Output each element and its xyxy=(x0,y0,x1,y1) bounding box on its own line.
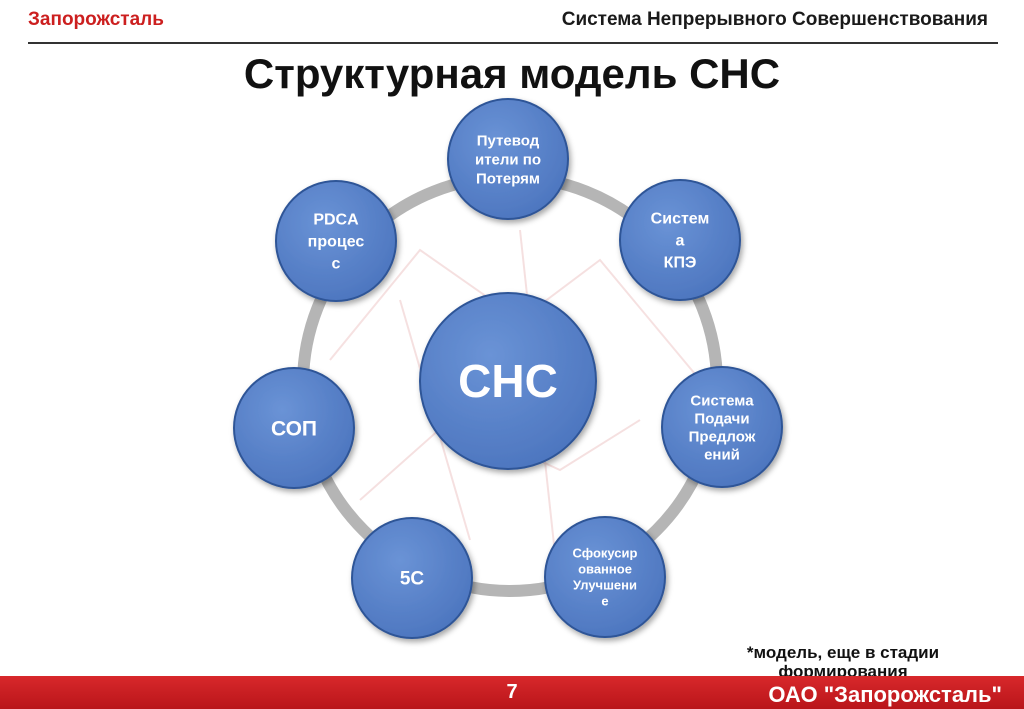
node-suggestion-system-label-line: ений xyxy=(704,446,740,463)
node-sop-shape xyxy=(233,367,355,489)
node-kpe-system-shape xyxy=(619,179,741,301)
node-kpe-system-label-line: Систем xyxy=(651,211,710,228)
system-name: Система Непрерывного Совершенствования xyxy=(561,9,988,30)
node-loss-guides: Путевод ители по Потерям xyxy=(447,98,569,220)
node-suggestion-system-shape xyxy=(661,366,783,488)
node-sop: СОП xyxy=(233,367,355,489)
node-kpe-system-label-line: КПЭ xyxy=(664,255,697,272)
node-kpe-system-label-line: а xyxy=(676,233,685,250)
node-5s-label-line: 5С xyxy=(400,569,425,590)
node-pdca-process-label-line: с xyxy=(332,256,341,273)
node-pdca-process-label-line: PDCA xyxy=(313,212,359,229)
node-focused-improvement-label-line: Сфокусир xyxy=(573,546,638,561)
node-focused-improvement-label-line: ованное xyxy=(578,562,632,577)
node-suggestion-system-label-line: Подачи xyxy=(694,410,749,427)
node-focused-improvement-label-line: Улучшени xyxy=(573,578,637,593)
node-sop-label-line: СОП xyxy=(271,417,317,440)
node-pdca-process-label-line: процес xyxy=(308,234,365,251)
node-suggestion-system-label-line: Предлож xyxy=(689,428,756,445)
node-focused-improvement-shape xyxy=(544,516,666,638)
node-5s-shape xyxy=(351,517,473,639)
node-loss-guides-label-line: Путевод xyxy=(477,132,540,149)
header-divider xyxy=(28,42,998,44)
footer-bar xyxy=(0,676,1024,709)
node-suggestion-system-label-line: Система xyxy=(690,392,754,409)
node-pdca-process: PDCA процес с xyxy=(275,180,397,302)
page-number: 7 xyxy=(506,681,518,703)
center-node-snc-shape xyxy=(419,292,597,470)
node-pdca-process-shape xyxy=(275,180,397,302)
node-focused-improvement-label-line: е xyxy=(601,594,608,609)
node-loss-guides-label-line: ители по xyxy=(475,151,541,168)
company-name: ОАО "Запорожсталь" xyxy=(768,682,1002,707)
node-5s: 5С xyxy=(351,517,473,639)
center-node-snc-label-line: СНС xyxy=(458,355,558,407)
node-loss-guides-label-line: Потерям xyxy=(476,170,540,187)
node-loss-guides-shape xyxy=(447,98,569,220)
page-title: Структурная модель СНС xyxy=(243,50,781,97)
center-node-snc: СНС xyxy=(419,292,597,470)
brand-logo-text: Запорожсталь xyxy=(28,9,164,30)
